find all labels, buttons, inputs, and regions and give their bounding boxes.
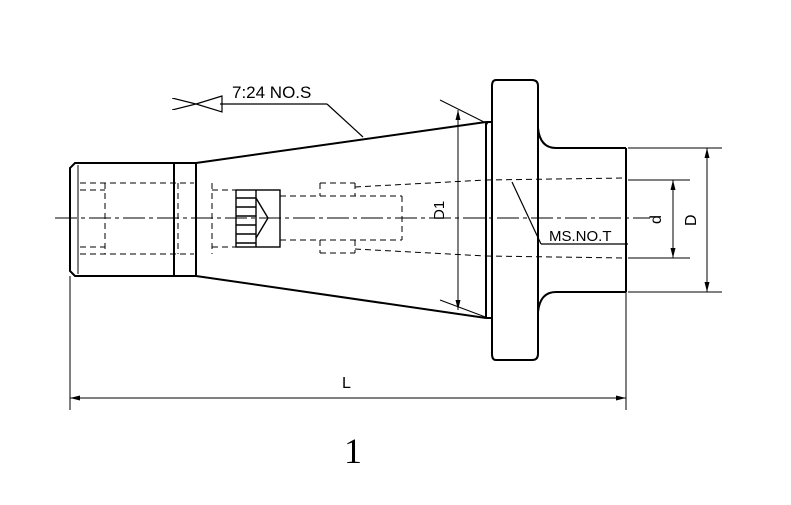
shank (537, 127, 627, 313)
collet-hidden-lines (80, 182, 194, 255)
morse-label: MS.NO.T (549, 228, 612, 245)
D-label: D (683, 214, 700, 226)
dimension-lines (69, 99, 722, 410)
taper-label: 7:24 NO.S (232, 83, 311, 102)
taper-body (195, 121, 487, 319)
collet-nut (69, 162, 197, 277)
d1-label: D1 (431, 201, 448, 220)
d-label: d (648, 215, 665, 224)
figure-number: 1 (344, 431, 362, 471)
L-label: L (342, 375, 351, 392)
set-screw (235, 189, 281, 248)
taper-hidden-lines (211, 177, 627, 259)
leaders (196, 95, 628, 245)
